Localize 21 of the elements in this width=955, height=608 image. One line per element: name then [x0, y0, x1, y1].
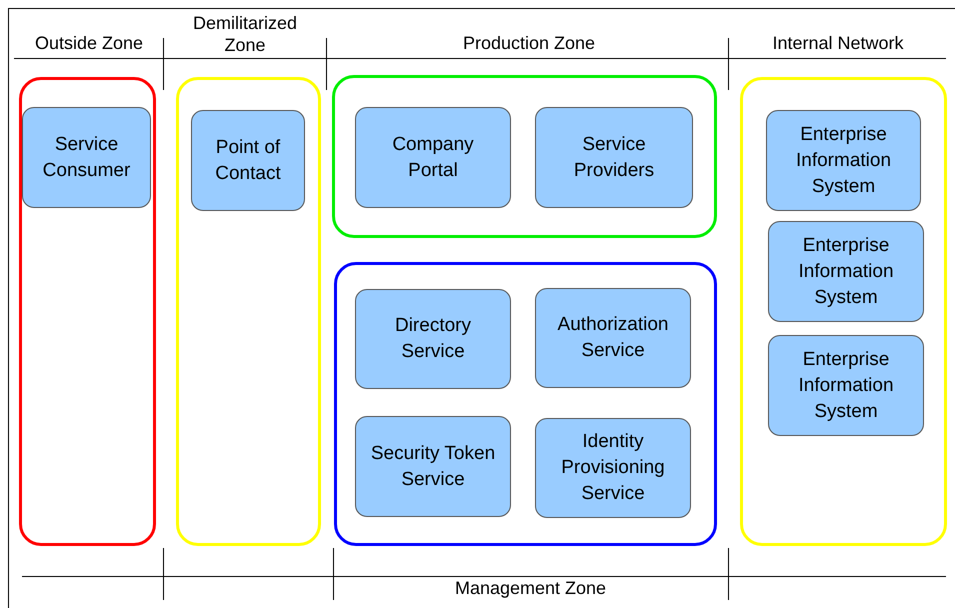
zone-outline — [332, 75, 717, 238]
service-box: Enterprise Information System — [766, 110, 921, 211]
service-box: Service Providers — [535, 107, 693, 208]
zone-outline — [740, 77, 947, 546]
service-box: Identity Provisioning Service — [535, 418, 691, 518]
service-box: Security Token Service — [355, 416, 511, 517]
zone-heading: Production Zone — [462, 32, 596, 54]
zone-heading: Demilitarized Zone — [192, 12, 298, 56]
service-box: Enterprise Information System — [768, 335, 924, 436]
service-box: Point of Contact — [191, 110, 305, 211]
zone-outline — [19, 77, 156, 546]
service-box: Service Consumer — [22, 107, 151, 208]
service-box: Directory Service — [355, 289, 511, 389]
zone-heading: Management Zone — [454, 577, 608, 599]
zone-outline — [334, 262, 717, 546]
service-box: Enterprise Information System — [768, 221, 924, 322]
zone-heading: Outside Zone — [34, 32, 144, 54]
service-box: Authorization Service — [535, 288, 691, 388]
zone-heading: Internal Network — [771, 32, 905, 54]
zone-outline — [176, 77, 321, 546]
service-box: Company Portal — [355, 107, 511, 208]
